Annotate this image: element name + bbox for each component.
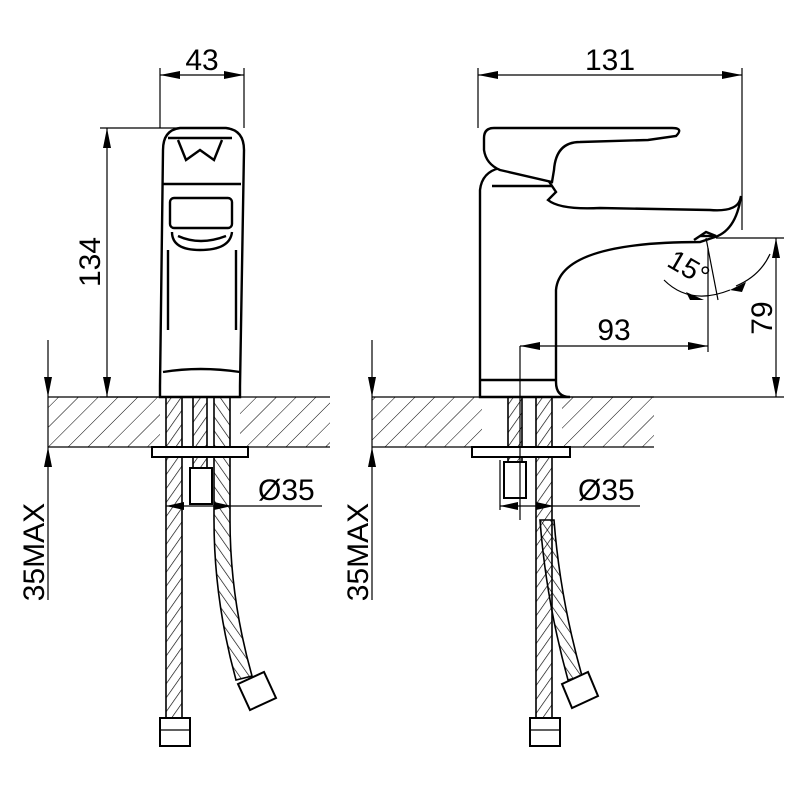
diameter-label: Ø35: [258, 474, 315, 507]
front-hoses: [159, 396, 278, 747]
reach-label: 93: [597, 314, 630, 347]
dim-deck-35max: 35MAX: [18, 340, 52, 601]
side-mounting-plate: [471, 446, 571, 458]
angle-label: 15°: [663, 244, 715, 292]
deck-label-side: 35MAX: [342, 503, 375, 601]
side-faucet-body: [478, 126, 743, 399]
dim-spout-height-79: 79: [560, 237, 784, 398]
length-label: 131: [585, 44, 635, 77]
dim-angle-15: 15°: [663, 237, 771, 301]
front-view: 43 134 35MAX Ø35: [18, 44, 330, 747]
height-label: 134: [74, 237, 107, 287]
dim-height-134: 134: [74, 127, 178, 398]
dim-reach-93: 93: [519, 248, 709, 520]
dim-deck-35max-side: 35MAX: [342, 340, 376, 601]
front-deck-section: [48, 396, 330, 448]
diameter-label-side: Ø35: [578, 474, 635, 507]
width-label: 43: [185, 44, 218, 77]
deck-label: 35MAX: [18, 503, 51, 601]
dim-length-131: 131: [477, 44, 743, 230]
spout-height-label: 79: [746, 301, 779, 334]
dim-diameter-35-side: Ø35: [499, 460, 640, 510]
dim-diameter-35-front: Ø35: [166, 474, 322, 510]
side-hoses: [503, 396, 600, 747]
dim-width-43: 43: [159, 44, 245, 128]
front-faucet-body: [158, 126, 246, 399]
side-view: 131 93 79 15°: [342, 44, 784, 747]
front-mounting-plate: [151, 446, 249, 458]
